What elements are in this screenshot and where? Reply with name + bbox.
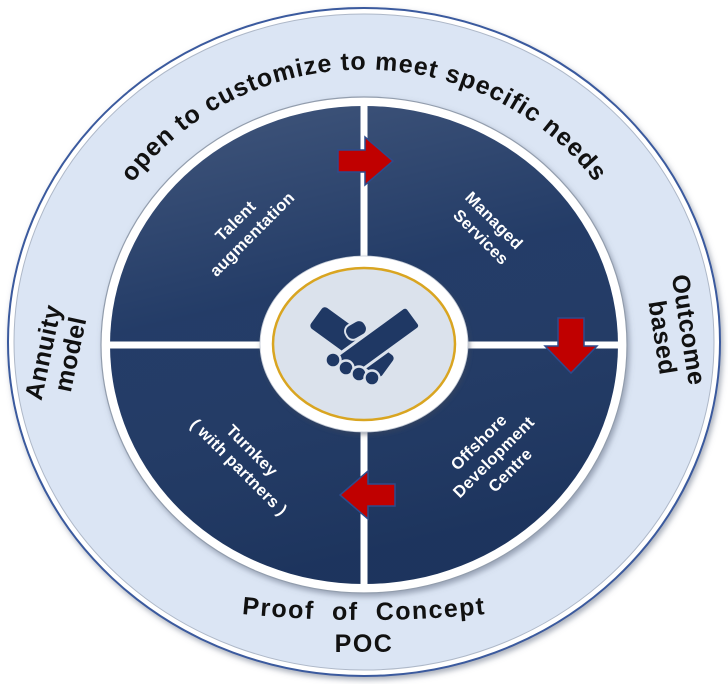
clockwise-arrow-top-icon [337,135,395,187]
clockwise-arrow-bottom-icon [338,469,396,521]
handshake-icon [310,305,422,387]
clockwise-arrow-right-icon [543,317,599,375]
ring-label-poc: POC [335,630,394,658]
ring-label-right: Outcome based [639,272,712,398]
